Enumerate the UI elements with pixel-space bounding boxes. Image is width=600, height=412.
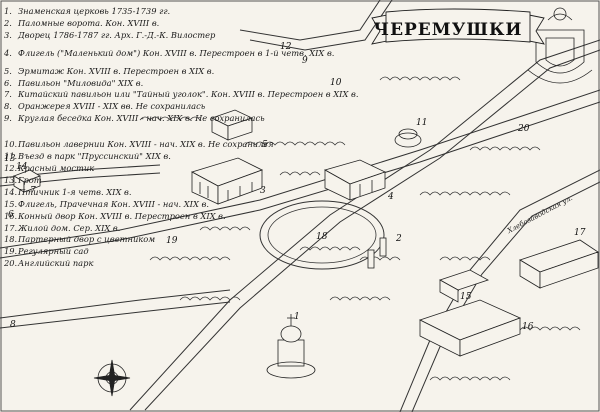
legend-text: Конный двор Кон. XVIII в. Перестроен в X… <box>18 210 226 221</box>
parterre-oval <box>259 200 385 270</box>
legend-text: Грот <box>18 174 42 185</box>
map-marker-4: 4 <box>388 192 394 202</box>
legend-number: 17. <box>4 222 18 233</box>
legend-item: 8. Оранжерея XVIII - XIX вв. Не сохранила… <box>4 101 424 113</box>
title-ribbon <box>371 8 545 45</box>
legend-number: 11. <box>4 151 18 162</box>
legend-number: 13. <box>4 174 18 185</box>
map-marker-16: 16 <box>522 322 534 332</box>
legend-text: Флигель ("Маленький дом") Кон. XVIII в. … <box>18 47 335 58</box>
legend-item: 10.Павильон лавернии Кон. XVIII - нач. X… <box>4 139 424 151</box>
map-marker-3: 3 <box>260 186 266 196</box>
map-title: ЧЕРЕМУШКИ <box>374 12 522 48</box>
legend-text: Оранжерея XVIII - XIX вв. Не сохранилась <box>18 101 206 112</box>
legend-item: 6. Павильон "Миловида" XIX в. <box>4 78 424 90</box>
map-marker-1: 1 <box>294 312 300 322</box>
coat-of-arms <box>527 7 593 84</box>
legend-text: Английский парк <box>18 258 94 269</box>
hermitage-building <box>210 109 254 141</box>
map-marker-20: 20 <box>518 124 530 134</box>
map-marker-14: 14 <box>16 162 28 172</box>
map-marker-7: 7 <box>30 186 36 196</box>
legend-number: 6. <box>4 77 12 88</box>
legend-item: 12.Красный мостик <box>4 163 424 175</box>
map-marker-2: 2 <box>396 234 402 244</box>
legend-number: 15. <box>4 198 18 209</box>
legend-item: 5. Эрмитаж Кон. XVIII в. Перестроен в XIX… <box>4 66 424 78</box>
legend-list: 1. Знаменская церковь 1735-1739 гг. 2. Пал… <box>4 6 424 270</box>
legend-text: Птичник 1-я четв. XIX в. <box>18 186 132 197</box>
map-marker-15: 15 <box>460 292 472 302</box>
pavilion-buildings <box>13 169 41 193</box>
map-marker-19: 19 <box>166 236 178 246</box>
tree-rows <box>139 76 581 381</box>
legend-item: 3. Дворец 1786-1787 гг. Арх. Г.-Д.-К. Вил… <box>4 30 424 42</box>
little-house-building <box>323 159 387 201</box>
legend-item: 2. Паломные ворота. Кон. XVIII в. <box>4 18 424 30</box>
legend-number: 2. <box>4 17 12 28</box>
church-building <box>266 314 316 379</box>
legend-item: 17.Жилой дом. Сер. XIX в. <box>4 223 424 235</box>
legend-item: 11.Въезд в парк "Пруссинский" XIX в. <box>4 151 424 163</box>
legend-text: Дворец 1786-1787 гг. Арх. Г.-Д.-К. Вилос… <box>18 29 216 40</box>
legend-number: 5. <box>4 65 12 76</box>
map-marker-11: 11 <box>416 118 428 128</box>
legend-text: Знаменская церковь 1735-1739 гг. <box>18 6 171 16</box>
legend-item: 20.Английский парк <box>4 258 424 270</box>
legend-item: 16.Конный двор Кон. XVIII в. Перестроен … <box>4 211 424 223</box>
legend-item: 7. Китайский павильон или "Тайный уголок"… <box>4 89 424 101</box>
legend-number: 10. <box>4 139 18 150</box>
legend-number: 8. <box>4 101 12 112</box>
legend-text: Паломные ворота. Кон. XVIII в. <box>18 17 160 28</box>
map-marker-6: 6 <box>8 210 14 220</box>
legend-text: Партерный двор с цветником <box>18 234 156 245</box>
map-marker-17: 17 <box>574 228 586 238</box>
legend-text: Китайский павильон или "Тайный уголок". … <box>18 89 359 100</box>
map-marker-8: 8 <box>10 320 16 330</box>
legend-text: Въезд в парк "Пруссинский" XIX в. <box>18 151 171 162</box>
legend-number: 14. <box>4 186 18 197</box>
legend-number: 12. <box>4 162 18 173</box>
legend-number: 3. <box>4 29 12 40</box>
gate-pillars <box>367 237 387 269</box>
palace-building <box>190 157 264 205</box>
legend-text: Красный мостик <box>18 162 95 173</box>
legend-text: Жилой дом. Сер. XIX в. <box>18 222 121 233</box>
legend-text: Павильон лавернии Кон. XVIII - нач. XIX … <box>18 139 274 150</box>
legend-item: 19.Регулярный сад <box>4 246 424 258</box>
legend-item: 14.Птичник 1-я четв. XIX в. <box>4 187 424 199</box>
legend-text: Эрмитаж Кон. XVIII в. Перестроен в XIX в… <box>18 65 215 76</box>
legend-item: 18.Партерный двор с цветником <box>4 234 424 246</box>
legend-number: 16. <box>4 210 18 221</box>
compass-rose <box>93 359 131 397</box>
map-marker-13: 13 <box>4 154 16 164</box>
legend-number: 19. <box>4 246 18 257</box>
legend-item: 4. Флигель ("Маленький дом") Кон. XVIII в… <box>4 48 424 60</box>
map-marker-5: 5 <box>262 140 268 150</box>
legend-item: 1. Знаменская церковь 1735-1739 гг. <box>4 6 424 18</box>
legend-number: 1. <box>4 6 12 16</box>
legend-text: Павильон "Миловида" XIX в. <box>18 77 144 88</box>
map-marker-10: 10 <box>330 78 342 88</box>
legend-text: Круглая беседка Кон. XVIII - нач. XIX в.… <box>18 113 265 124</box>
legend-item: 9. Круглая беседка Кон. XVIII - нач. XIX … <box>4 113 424 125</box>
legend-number: 7. <box>4 89 12 100</box>
legend-text: Флигель, Прачечная Кон. XVIII - нач. XIX… <box>18 198 209 209</box>
legend-text: Регулярный сад <box>18 246 89 257</box>
stable-yard-buildings <box>418 239 599 357</box>
map-marker-18: 18 <box>316 232 328 242</box>
map-title-text: ЧЕРЕМУШКИ <box>373 20 523 40</box>
legend-number: 4. <box>4 47 12 58</box>
legend-number: 9. <box>4 113 12 124</box>
map-marker-12: 12 <box>280 42 292 52</box>
legend-number: 20. <box>4 258 18 269</box>
legend-item: 13.Грот <box>4 175 424 187</box>
legend-number: 18. <box>4 234 18 245</box>
legend-item: 15.Флигель, Прачечная Кон. XVIII - нач. … <box>4 199 424 211</box>
map-marker-9: 9 <box>302 56 308 66</box>
round-gazebo <box>394 128 422 148</box>
